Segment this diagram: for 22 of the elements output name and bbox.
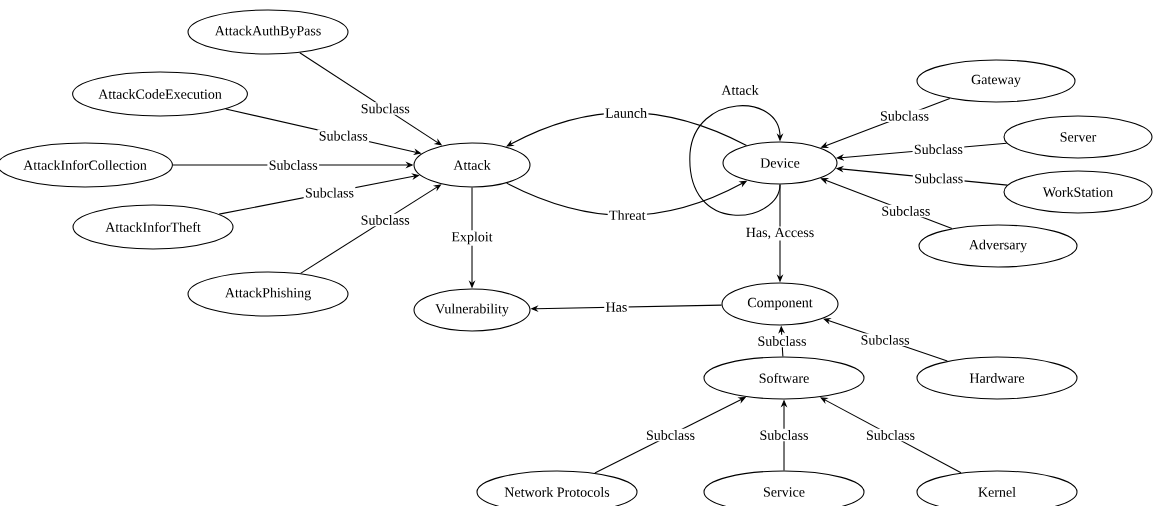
edge-label: Exploit [450,230,494,246]
edge-label: Subclass [878,109,931,122]
edge-label: Subclass [880,204,932,218]
edge-label: Subclass [756,334,808,348]
edge-label: Subclass [912,172,965,185]
edge-label: Subclass [859,333,911,347]
edge-label: Threat [607,208,647,222]
edge-label: Subclass [912,142,965,156]
edge-label: Subclass [267,158,320,172]
edge-label: Subclass [758,428,810,442]
edge-label: Subclass [644,428,697,442]
arrow [820,397,962,474]
edge-label: Subclass [359,102,412,115]
edge-label: Has, Access [744,226,816,241]
edge-label: Subclass [317,129,370,142]
edge-label: Subclass [303,186,356,199]
edge-label: Launch [603,106,649,120]
self-loop-arrow [689,105,784,216]
edge-label: Subclass [359,213,411,227]
edge-label: Subclass [864,428,917,442]
edge-label: Has [604,301,629,314]
edge-label: Attack [720,83,760,97]
